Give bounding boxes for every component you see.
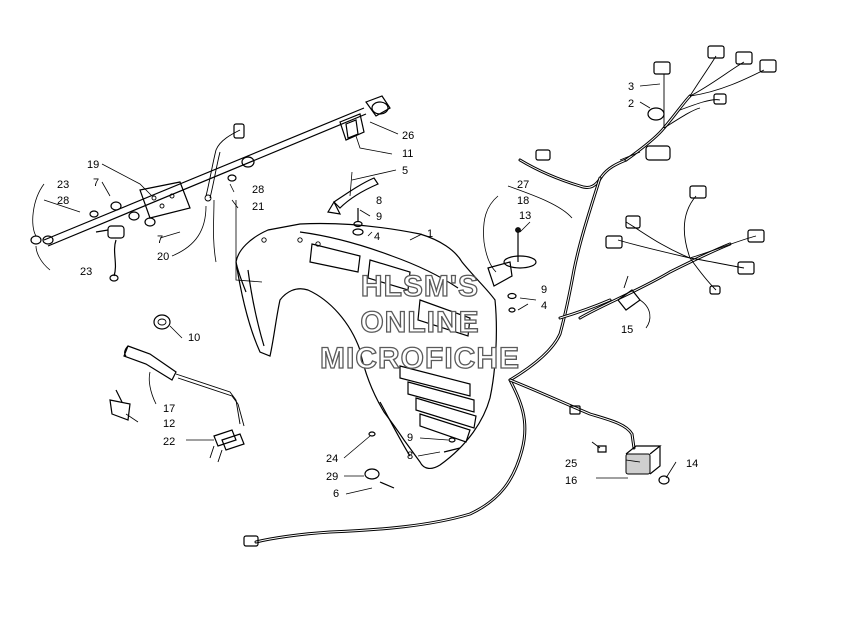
callout-10: 10 bbox=[188, 332, 200, 344]
callout-28-left: 28 bbox=[57, 195, 69, 207]
callout-20: 20 bbox=[157, 251, 169, 263]
bracket-18 bbox=[487, 227, 537, 313]
handle-12 bbox=[109, 389, 131, 421]
grommet-10 bbox=[153, 314, 171, 330]
watermark-line-2: ONLINE bbox=[360, 306, 479, 339]
callout-26: 26 bbox=[402, 130, 414, 142]
callout-4-right: 4 bbox=[541, 300, 547, 312]
harness-top-connectors bbox=[535, 45, 777, 161]
watermark-line-1: HLSM'S bbox=[361, 270, 479, 303]
callout-23-lower: 23 bbox=[80, 266, 92, 278]
bracket-5 bbox=[327, 177, 379, 215]
callout-19: 19 bbox=[87, 159, 99, 171]
callout-18: 18 bbox=[517, 195, 529, 207]
rail-wiring bbox=[204, 123, 263, 283]
callout-6: 6 bbox=[333, 488, 339, 500]
callout-16: 16 bbox=[565, 475, 577, 487]
switch-26 bbox=[339, 95, 391, 141]
callout-17: 17 bbox=[163, 403, 175, 415]
watermark: HLSM'S ONLINE MICROFICHE bbox=[319, 269, 520, 375]
callout-15: 15 bbox=[621, 324, 633, 336]
harness-right-connectors bbox=[605, 185, 765, 295]
callout-8-upper: 8 bbox=[376, 195, 382, 207]
callout-28-right: 28 bbox=[252, 184, 264, 196]
callout-4-top: 4 bbox=[374, 231, 380, 243]
callout-7-lower: 7 bbox=[157, 234, 163, 246]
callout-2: 2 bbox=[628, 98, 634, 110]
callout-11: 11 bbox=[402, 148, 413, 160]
callout-labels: 1 2 3 4 4 5 6 7 7 8 8 9 9 9 10 11 12 13 … bbox=[57, 81, 698, 500]
callout-14: 14 bbox=[686, 458, 698, 470]
switch-17 bbox=[123, 345, 245, 427]
washers-rail bbox=[30, 156, 255, 245]
callout-25: 25 bbox=[565, 458, 577, 470]
callout-3: 3 bbox=[628, 81, 634, 93]
callout-8-lower: 8 bbox=[407, 450, 413, 462]
fasteners-upper bbox=[352, 208, 364, 236]
callout-29: 29 bbox=[326, 471, 338, 483]
switch-rail bbox=[43, 101, 389, 247]
fasteners-lower bbox=[364, 431, 461, 489]
console-shell bbox=[235, 222, 497, 469]
callout-23-upper: 23 bbox=[57, 179, 69, 191]
key-switch-20 bbox=[95, 225, 125, 282]
leader-lines bbox=[32, 83, 677, 495]
callout-27: 27 bbox=[517, 179, 529, 191]
callout-9-lower: 9 bbox=[407, 432, 413, 444]
callout-5: 5 bbox=[402, 165, 408, 177]
callout-7-upper: 7 bbox=[93, 177, 99, 189]
callout-24: 24 bbox=[326, 453, 338, 465]
watermark-line-3: MICROFICHE bbox=[320, 342, 520, 375]
callout-1: 1 bbox=[427, 228, 433, 240]
callout-9-upper: 9 bbox=[376, 211, 382, 223]
callout-12: 12 bbox=[163, 418, 175, 430]
regulator-16 bbox=[591, 441, 670, 485]
callout-21: 21 bbox=[252, 201, 264, 213]
connectors-22 bbox=[209, 429, 245, 463]
callout-9-right: 9 bbox=[541, 284, 547, 296]
callout-13: 13 bbox=[519, 210, 531, 222]
callout-22: 22 bbox=[163, 436, 175, 448]
main-harness bbox=[243, 94, 732, 547]
